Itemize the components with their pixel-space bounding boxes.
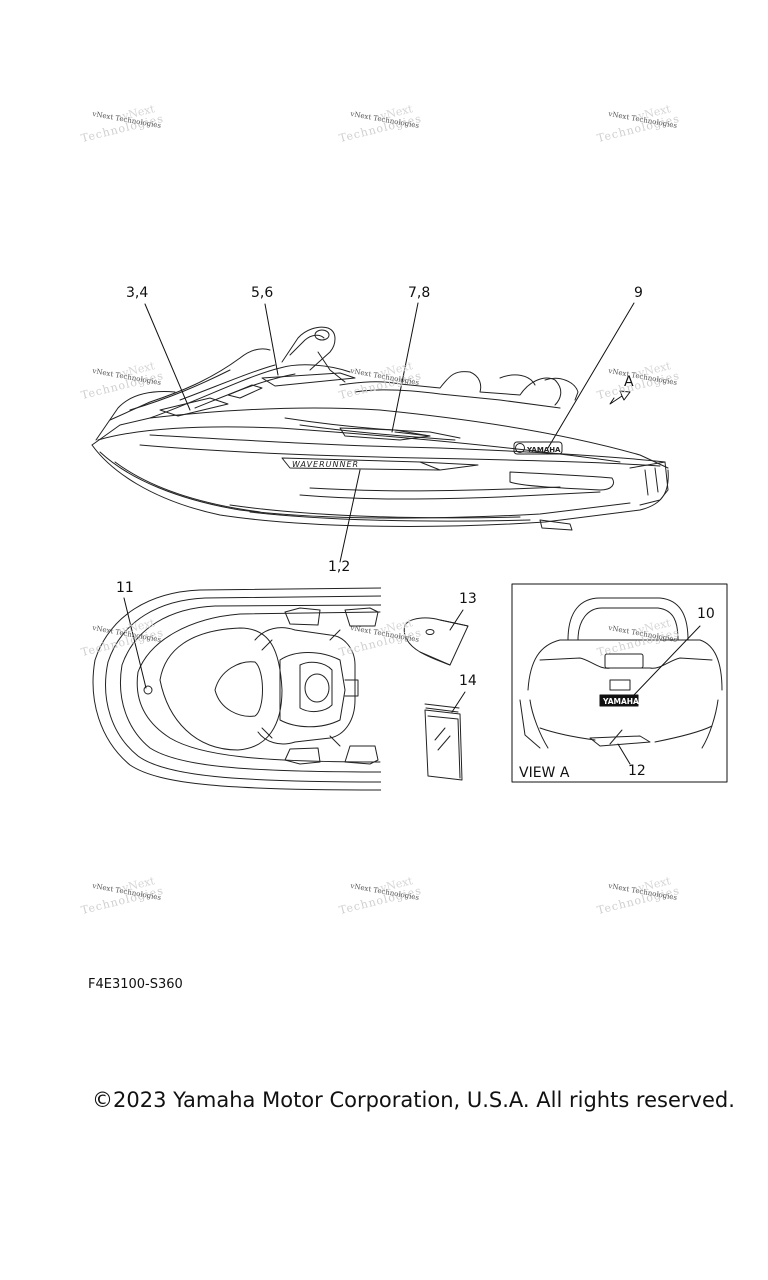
yamaha-plate <box>599 694 639 707</box>
watermark: vNext Technologies vNext Technologies <box>79 102 166 146</box>
watermark: vNext Technologies vNext Technologies <box>79 874 166 918</box>
callout-5-6: 5,6 <box>251 285 274 301</box>
watermark: vNext Technologies vNext Technologies <box>79 616 166 660</box>
callout-14: 14 <box>459 673 477 689</box>
watermark: vNext Technologies vNext Technologies <box>595 616 682 660</box>
part-14-manual <box>424 703 463 781</box>
yamaha-plate-text: YAMAHA <box>602 697 639 706</box>
yamaha-badge-text: YAMAHA <box>526 446 561 454</box>
callout-9: 9 <box>634 285 643 301</box>
waverunner-decal-text: WAVERUNNER <box>292 460 359 469</box>
watermark: vNext Technologies vNext Technologies <box>595 874 682 918</box>
watercraft-top-view <box>92 587 383 791</box>
diagram-code: F4E3100-S360 <box>88 977 183 992</box>
view-a-frame <box>511 583 728 783</box>
watermark: vNext Technologies vNext Technologies <box>337 102 424 146</box>
view-a-rear-view <box>519 597 723 749</box>
watermark: vNext Technologies vNext Technologies <box>337 874 424 918</box>
watercraft-side-view <box>91 326 669 531</box>
callout-view-a: A <box>624 374 634 390</box>
watermark: vNext Technologies vNext Technologies <box>595 102 682 146</box>
part-13-cover <box>403 617 469 666</box>
callout-3-4: 3,4 <box>126 285 149 301</box>
callout-12: 12 <box>628 763 646 779</box>
callout-13: 13 <box>459 591 477 607</box>
watermark: vNext Technologies vNext Technologies <box>337 616 424 660</box>
callout-10: 10 <box>697 606 715 622</box>
view-a-arrow <box>609 390 631 405</box>
watermark: vNext Technologies vNext Technologies <box>79 359 166 403</box>
callout-leaders <box>144 302 635 563</box>
callout-7-8: 7,8 <box>408 285 431 301</box>
callout-11: 11 <box>116 580 134 596</box>
watermark: vNext Technologies vNext Technologies <box>595 359 682 403</box>
callout-1-2: 1,2 <box>328 559 351 575</box>
view-a-label: VIEW A <box>519 765 570 781</box>
watermark: vNext Technologies vNext Technologies <box>337 359 424 403</box>
copyright-notice: ©2023 Yamaha Motor Corporation, U.S.A. A… <box>92 1088 735 1112</box>
